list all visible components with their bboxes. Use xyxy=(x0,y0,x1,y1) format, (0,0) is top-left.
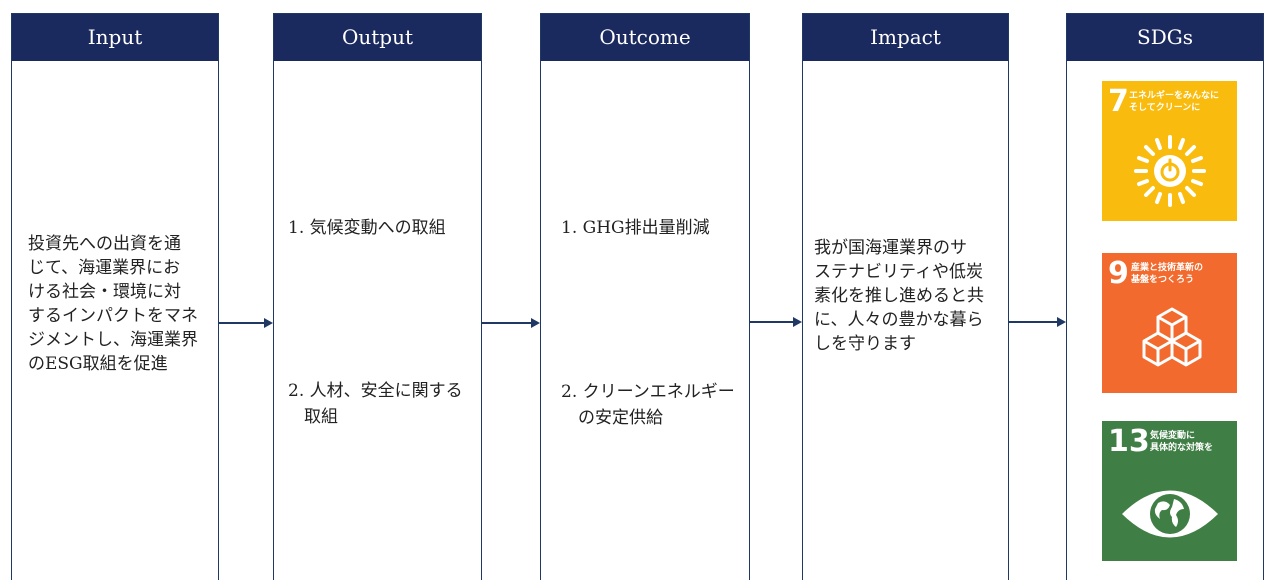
impact-header: Impact xyxy=(803,14,1008,61)
output-header: Output xyxy=(274,14,481,61)
outcome-item-2-line1: 2. クリーンエネルギー xyxy=(561,382,735,402)
input-header: Input xyxy=(12,14,218,61)
outcome-column: Outcome xyxy=(540,13,750,580)
arrow-input-to-output xyxy=(218,318,273,328)
arrow-output-to-outcome xyxy=(482,318,540,328)
arrow-impact-to-sdgs xyxy=(1009,317,1066,327)
sdg-goal-7: 7 エネルギーをみんなに そしてクリーンに xyxy=(1102,81,1237,221)
sdg-13-number: 13 xyxy=(1108,424,1150,459)
sun-power-icon xyxy=(1134,135,1206,207)
earth-eye-icon xyxy=(1122,490,1218,538)
sdg-9-label: 産業と技術革新の 基盤をつくろう xyxy=(1131,263,1204,285)
impact-text: 我が国海運業界のサ ステナビリティや低炭 素化を推し進めると共 に、人々の豊かな… xyxy=(814,238,984,354)
sdg-7-number: 7 xyxy=(1108,84,1129,119)
sdg-9-number: 9 xyxy=(1108,256,1129,291)
sdg-goal-13: 13 気候変動に 具体的な対策を xyxy=(1102,421,1237,561)
sdg-goal-9: 9 産業と技術革新の 基盤をつくろう xyxy=(1102,253,1237,393)
input-column: Input xyxy=(11,13,219,580)
output-column: Output xyxy=(273,13,482,580)
arrow-outcome-to-impact xyxy=(750,317,802,327)
cubes-icon xyxy=(1142,307,1202,367)
outcome-header: Outcome xyxy=(541,14,749,61)
output-item-2-line1: 2. 人材、安全に関する xyxy=(288,381,463,401)
outcome-item-1: 1. GHG排出量削減 xyxy=(561,218,710,238)
output-item-2-line2: 取組 xyxy=(304,407,338,427)
sdg-7-label: エネルギーをみんなに そしてクリーンに xyxy=(1129,91,1220,113)
output-item-1: 1. 気候変動への取組 xyxy=(288,218,446,238)
sdg-13-label: 気候変動に 具体的な対策を xyxy=(1150,431,1214,453)
input-text: 投資先への出資を通 じて、海運業界にお ける社会・環境に対 するインパクトをマネ… xyxy=(28,234,198,374)
sdgs-header: SDGs xyxy=(1067,14,1263,61)
impact-column: Impact xyxy=(802,13,1009,580)
outcome-item-2-line2: の安定供給 xyxy=(578,408,663,428)
